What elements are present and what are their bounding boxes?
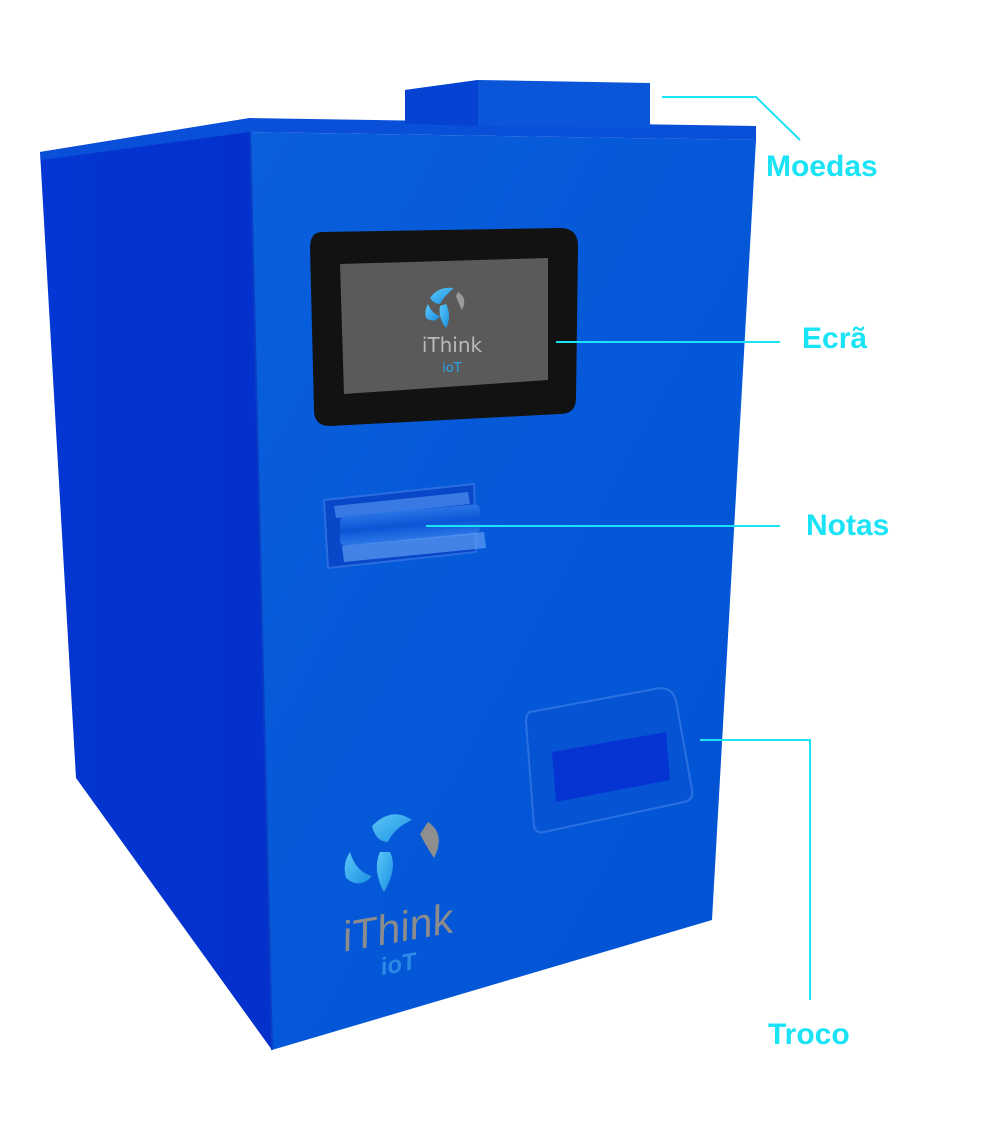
- screen-logo-name: iThink: [422, 333, 483, 357]
- label-change: Troco: [768, 1018, 850, 1051]
- label-notes: Notas: [806, 509, 890, 542]
- machine-side-panel: [40, 118, 272, 1050]
- callout-line-coins: [662, 96, 801, 141]
- body-logo-icon: [344, 814, 439, 892]
- machine-top-edge: [40, 118, 756, 160]
- body-logo-sub: ioT: [378, 948, 420, 981]
- callout-line-change: [700, 739, 811, 1000]
- coin-module-left: [405, 80, 478, 126]
- label-coins: Moedas: [766, 150, 878, 183]
- bill-acceptor: [322, 482, 486, 570]
- screen-logo-sub: ioT: [442, 361, 462, 376]
- change-tray: [524, 686, 694, 834]
- screen-display: [340, 258, 548, 394]
- screen-logo-icon: [425, 287, 465, 328]
- label-screen: Ecrã: [802, 322, 868, 355]
